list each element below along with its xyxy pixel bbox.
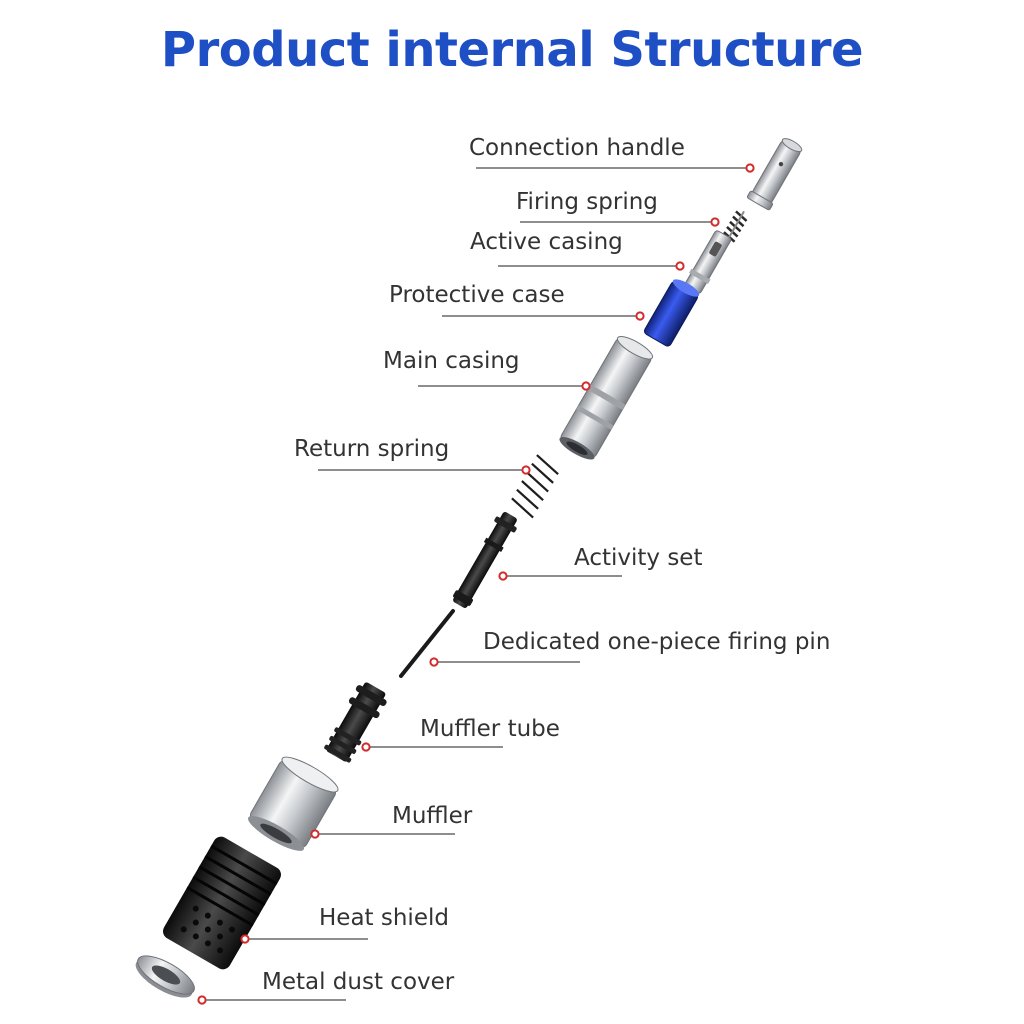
marker-heat-shield: [240, 934, 250, 944]
marker-activity-set: [498, 571, 508, 581]
label-heat-shield: Heat shield: [319, 905, 449, 931]
marker-muffler: [310, 829, 320, 839]
label-protective-case: Protective case: [389, 282, 565, 308]
marker-firing-spring: [710, 217, 720, 227]
label-firing-pin: Dedicated one-piece firing pin: [483, 629, 831, 655]
connection-handle-part: [746, 138, 803, 211]
label-muffler-tube: Muffler tube: [420, 716, 560, 742]
label-activity-set: Activity set: [574, 545, 703, 571]
muffler-part: [248, 756, 339, 851]
label-muffler: Muffler: [392, 803, 473, 829]
label-main-casing: Main casing: [383, 348, 520, 374]
marker-protective-case: [635, 311, 645, 321]
return-spring-part: [511, 454, 559, 519]
label-active-casing: Active casing: [470, 229, 623, 255]
marker-muffler-tube: [361, 742, 371, 752]
firing-pin-part: [399, 609, 455, 678]
activity-set-part: [453, 512, 517, 608]
metal-dust-cover-part: [135, 955, 195, 998]
marker-metal-dust-cover: [197, 995, 207, 1005]
page-title: Product internal Structure: [160, 22, 864, 78]
marker-active-casing: [675, 261, 685, 271]
leader-lines: [197, 163, 755, 1005]
main-casing-part: [559, 336, 654, 460]
label-firing-spring: Firing spring: [516, 189, 658, 215]
marker-return-spring: [521, 465, 531, 475]
label-metal-dust-cover: Metal dust cover: [262, 969, 455, 995]
marker-connection-handle: [745, 163, 755, 173]
label-return-spring: Return spring: [294, 436, 450, 462]
marker-firing-pin: [429, 657, 439, 667]
protective-case-part: [643, 279, 700, 347]
marker-main-casing: [581, 381, 591, 391]
label-connection-handle: Connection handle: [469, 135, 685, 161]
heat-shield-part: [163, 836, 281, 970]
muffler-tube-part: [324, 682, 387, 763]
